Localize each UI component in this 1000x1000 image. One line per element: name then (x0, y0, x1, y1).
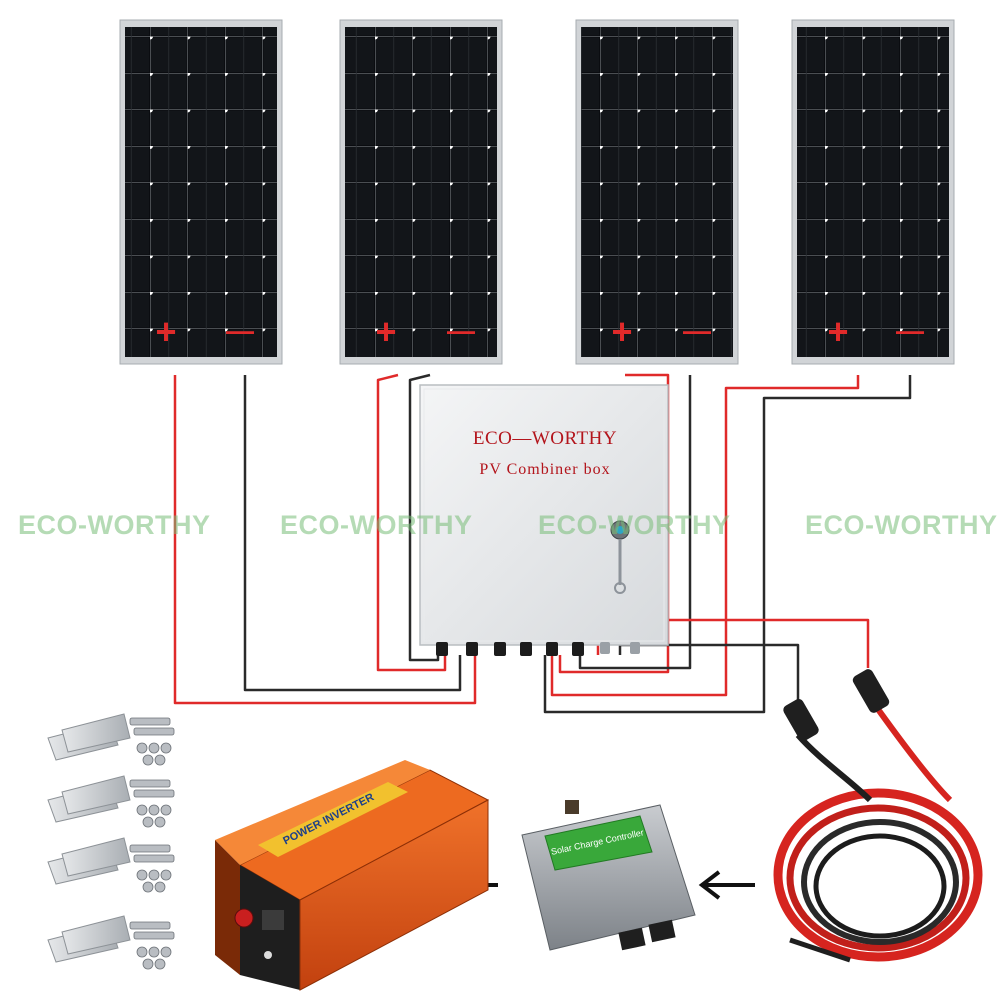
cable-coil (773, 669, 983, 963)
screw-hardware (129, 717, 175, 970)
z-bracket-set-3 (47, 837, 131, 885)
panel-1-minus-sign: — (226, 315, 254, 346)
panel-4-negative-wire (543, 375, 912, 714)
arrow-left-icon (698, 870, 755, 900)
screw-set-3 (129, 844, 175, 893)
mc4-connector-negative (783, 699, 819, 741)
panel-4-plus-sign: + (827, 311, 848, 352)
mc4-connector-positive (852, 669, 890, 713)
panel-2-plus-sign: + (375, 311, 396, 352)
panel-4-minus-sign: — (896, 315, 924, 346)
combiner-terminals (436, 642, 640, 656)
panel-3-plus-sign: + (611, 311, 632, 352)
z-bracket-set-1 (47, 713, 131, 761)
power-inverter: POWER INVERTER (215, 760, 490, 991)
wiring (173, 373, 912, 714)
solar-panel-1: + — (119, 19, 283, 365)
solar-panel-2: + — (339, 19, 503, 365)
panel-1-negative-wire (243, 375, 462, 692)
solar-panel-3: + — (575, 19, 739, 365)
panel-2-positive-wire (376, 373, 447, 672)
output-negative-wire (618, 643, 800, 705)
watermark-text: ECO-WORTHY (538, 510, 731, 540)
pv-combiner-box (419, 384, 669, 656)
panel-4-positive-wire (550, 375, 860, 697)
panel-3-positive-wire (558, 373, 670, 674)
combiner-box-brand: ECO—WORTHY (472, 428, 618, 449)
combiner-box-title: PV Combiner box (479, 461, 611, 478)
z-bracket-set-4 (47, 915, 131, 963)
watermark-text: ECO-WORTHY (280, 510, 473, 540)
panel-3-negative-wire (578, 375, 692, 670)
panel-2-minus-sign: — (447, 315, 475, 346)
watermark-text: ECO-WORTHY (18, 510, 211, 540)
solar-charge-controller: Solar Charge Controller (521, 800, 696, 951)
watermark-text: ECO-WORTHY (805, 510, 998, 540)
panel-2-negative-wire (408, 373, 440, 662)
panel-1-positive-wire (173, 375, 477, 705)
mounting-brackets (47, 713, 131, 963)
solar-panel-4: + — (791, 19, 955, 365)
z-bracket-set-2 (47, 775, 131, 823)
screw-set-2 (129, 779, 175, 828)
screw-set-1 (129, 717, 175, 766)
screw-set-4 (129, 921, 175, 970)
lock-icon (610, 520, 630, 594)
panel-1-plus-sign: + (155, 311, 176, 352)
panel-3-minus-sign: — (683, 315, 711, 346)
